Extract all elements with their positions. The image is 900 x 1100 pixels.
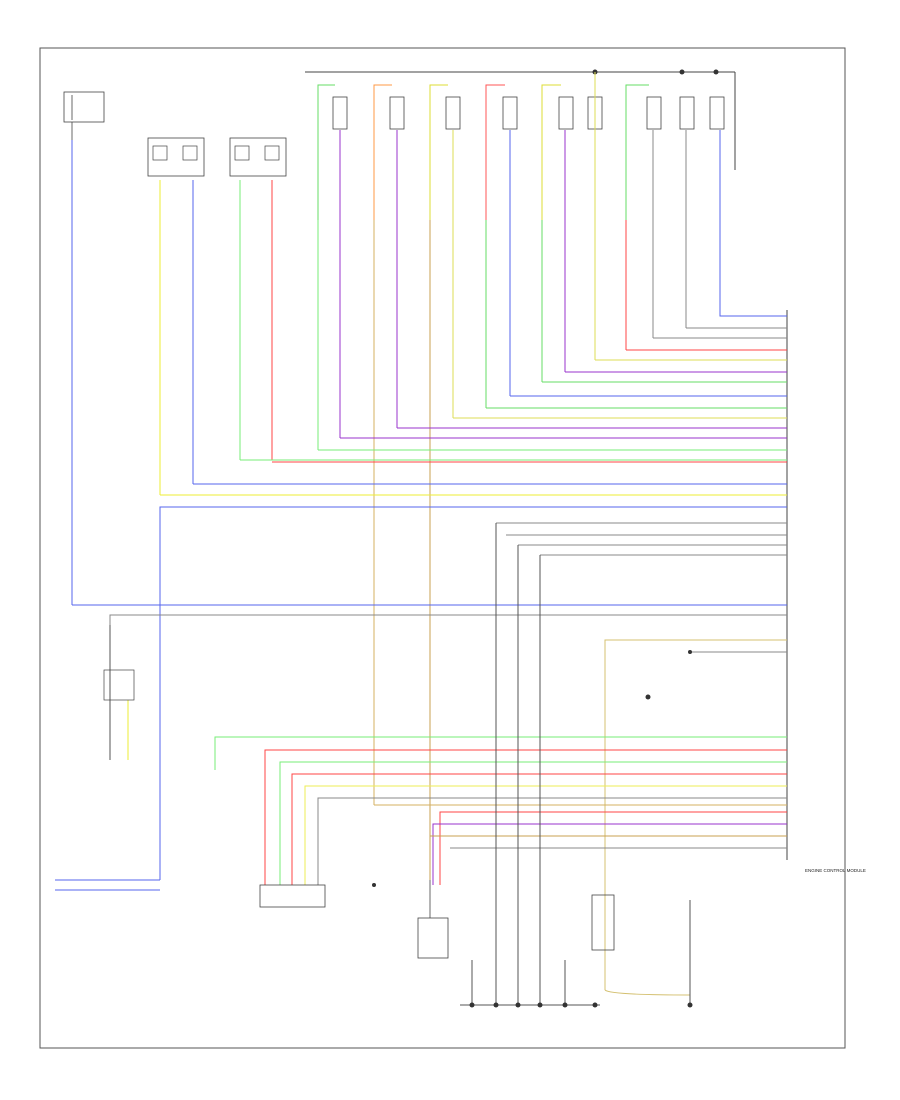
- ecm-label: ENGINE CONTROL MODULE: [805, 868, 866, 873]
- vertical-wires: [71, 72, 687, 880]
- sensor-connector-1: [147, 137, 205, 177]
- diagram-border: [39, 47, 846, 1049]
- top-wire-hooks: [317, 84, 649, 220]
- horizontal-wires-upper: [159, 130, 787, 880]
- switch-component-left: [63, 91, 105, 140]
- ground-wires: [460, 523, 691, 1006]
- bus-junction: [713, 69, 719, 75]
- horizontal-wires-middle: [72, 604, 787, 990]
- horizontal-wires-lower: [214, 736, 787, 885]
- component-labels: ENGINE CONTROL MODULE: [805, 868, 866, 873]
- sensor-connector-2: [229, 137, 287, 177]
- ground-junctions: [372, 650, 693, 1008]
- bus-junction: [679, 69, 685, 75]
- position-sensor-left: [55, 625, 160, 891]
- top-device-boxes: [332, 96, 725, 130]
- lower-connector-pins: [259, 880, 449, 959]
- brake-switch: [591, 894, 615, 951]
